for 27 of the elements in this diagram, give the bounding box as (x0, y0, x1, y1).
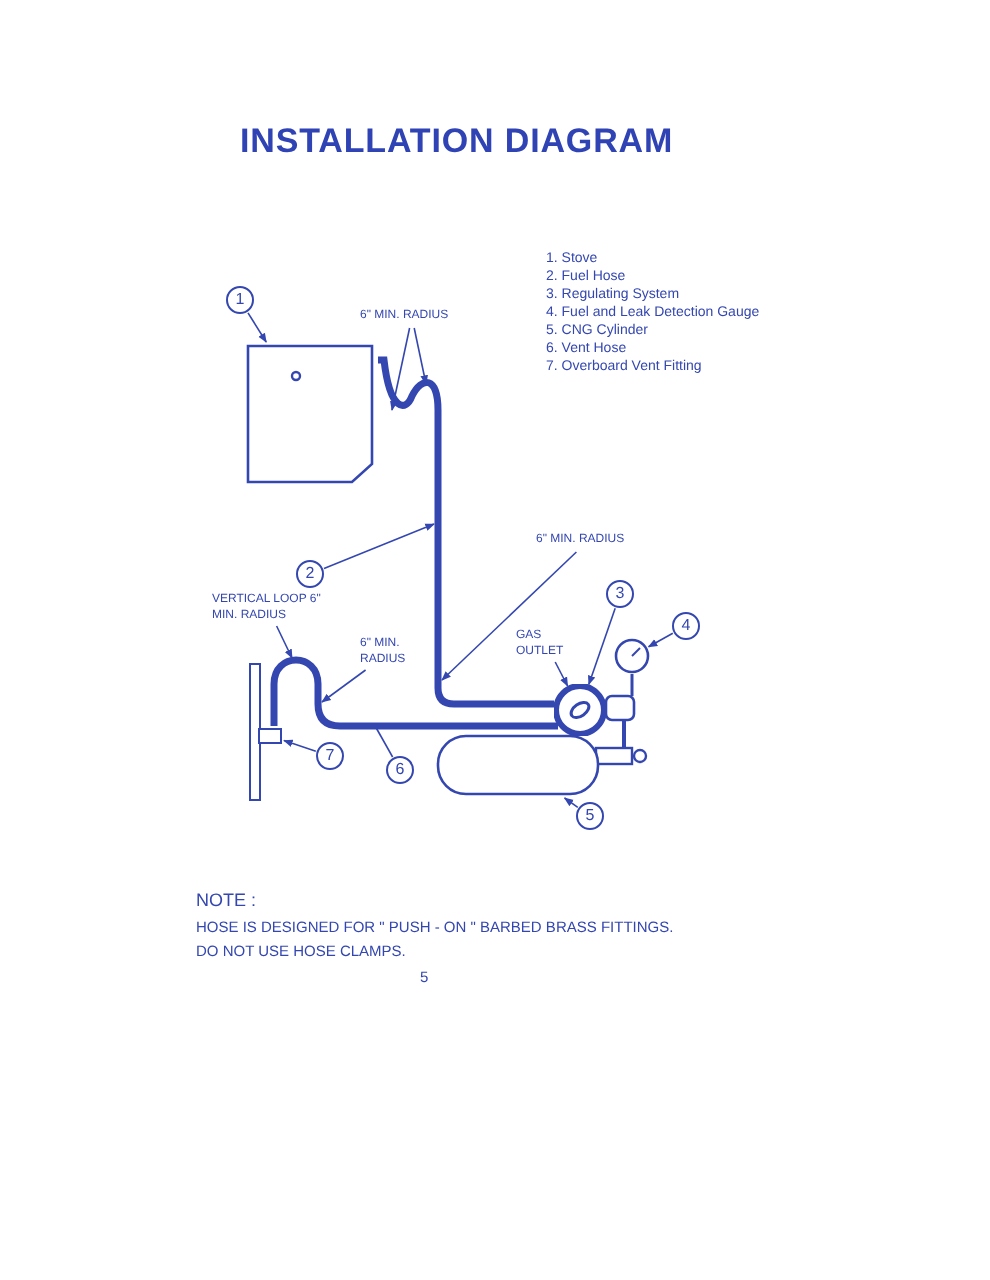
callout-number: 3 (606, 580, 634, 608)
leader-line (373, 723, 394, 758)
callout-number: 2 (296, 560, 324, 588)
leader-line (441, 551, 578, 681)
gauge-drawing (614, 638, 650, 674)
leader-line (275, 625, 293, 659)
note-heading: NOTE : (196, 888, 257, 914)
vent-fitting-drawing (258, 728, 282, 744)
leader-line (323, 523, 435, 570)
leader-line (390, 327, 411, 411)
leader-line (247, 312, 267, 343)
stove-drawing (246, 344, 376, 484)
leader-line (588, 607, 616, 686)
regulator-drawing (554, 684, 606, 736)
leader-line (283, 739, 317, 752)
leader-line (321, 669, 367, 703)
callout-number: 4 (672, 612, 700, 640)
leader-line (563, 797, 579, 809)
callout-number: 1 (226, 286, 254, 314)
callout-number: 7 (316, 742, 344, 770)
leader-line (413, 327, 428, 385)
hose (270, 656, 558, 730)
leader-line (554, 661, 569, 687)
callout-number: 6 (386, 756, 414, 784)
leader-line (647, 632, 674, 648)
title: INSTALLATION DIAGRAM (240, 120, 674, 164)
callout-number: 5 (576, 802, 604, 830)
